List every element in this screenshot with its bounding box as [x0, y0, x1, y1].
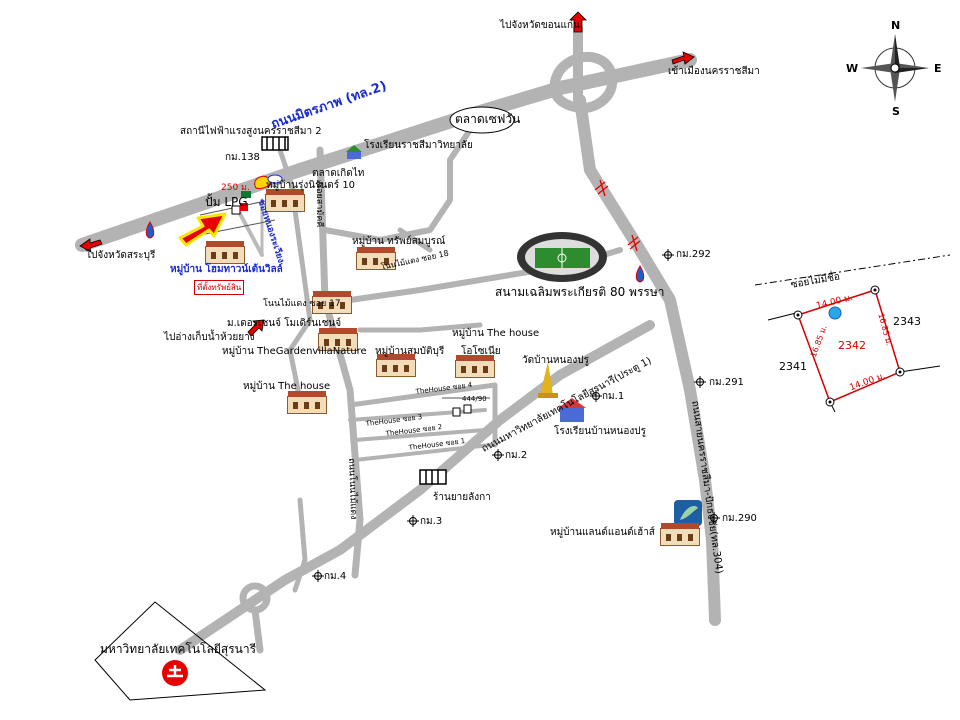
label-village-garden: หมู่บ้าน TheGardenvillaNature	[222, 346, 367, 357]
plot-inset	[754, 254, 951, 413]
village-icon	[312, 291, 352, 314]
label-village-rung-nirun: หมู่บ้านรุ่งนิรันดร์ 10	[266, 180, 356, 191]
lpg-marker-icon	[231, 191, 251, 215]
inset-parcel-right: 2343	[893, 315, 921, 328]
label-village-sombat: หมู่บ้านสมบัติบุรี	[375, 346, 445, 357]
road-bypass	[574, 94, 721, 626]
school-korat-icon	[346, 145, 362, 159]
direction-label-khon-kaen: ไปจังหวัดขอนแก่น	[500, 20, 580, 31]
label-market-chef-one: ตลาดเซฟวัน	[455, 112, 521, 126]
road-nong-mai-daeng	[316, 146, 364, 579]
label-village-the-rich: ม.เดอะเชนจ์ โมเดิร์นเชนจ์	[227, 318, 342, 329]
label-km3: กม.3	[420, 516, 443, 527]
label-shop: ร้านยายลังกา	[433, 492, 491, 503]
village-icon	[287, 391, 327, 414]
label-village-home-town: หมู่บ้าน โฮมทาวน์เต้นวิลล์	[170, 264, 283, 275]
direction-label-korat-city: เข้าเมืองนครราชสีมา	[668, 66, 760, 77]
label-village-land-house: หมู่บ้านแลนด์แอนด์เฮ้าส์	[550, 527, 655, 538]
inset-parcel-left: 2341	[779, 360, 807, 373]
shop-icon	[419, 469, 447, 485]
label-km2: กม.2	[505, 450, 528, 461]
land-house-logo-icon	[674, 500, 702, 526]
label-lpg: ปั้ม LPG	[205, 195, 248, 209]
label-village-o-chia: โอโซเนีย	[461, 346, 501, 357]
substation-icon	[261, 136, 289, 151]
label-property-location: ที่ตั้งทรัพย์สิน	[194, 280, 245, 295]
compass-west: W	[846, 62, 859, 75]
compass-north: N	[891, 19, 901, 32]
label-substation: สถานีไฟฟ้าแรงสูงนครราชสีมา 2	[180, 126, 322, 137]
label-km4: กม.4	[324, 571, 347, 582]
village-icon	[318, 328, 358, 351]
fuel-station-icon	[145, 221, 645, 283]
label-km291: กม.291	[709, 377, 744, 388]
label-market-kerd-thai: ตลาดเกิดไท	[312, 168, 365, 179]
km-post-icon	[312, 249, 720, 582]
label-distance-250: 250 ม.	[221, 183, 250, 193]
label-plot-444-90: 444/90	[462, 395, 487, 403]
label-km292: กม.292	[676, 249, 711, 260]
stadium-icon	[517, 232, 607, 282]
inset-parcel-center: 2342	[838, 339, 866, 352]
village-icon	[660, 523, 700, 546]
market-chef-one-oval	[449, 106, 515, 134]
village-icon	[356, 247, 396, 270]
village-icon	[265, 189, 305, 212]
road-crossing-icon	[594, 179, 641, 252]
university-zone	[94, 601, 267, 701]
label-school-nong-pru: โรงเรียนบ้านหนองปรู	[554, 426, 646, 437]
village-icon	[376, 354, 416, 377]
temple-icon	[538, 362, 558, 398]
school-icon	[558, 398, 586, 422]
village-icon	[205, 241, 245, 264]
direction-arrow-icon	[79, 11, 695, 337]
road-label-nong-mai-daeng: ถนนโนนไม้แดง	[346, 458, 359, 520]
village-icon	[455, 355, 495, 378]
direction-label-reservoir: ไปอ่างเก็บน้ำห้วยยาง	[164, 332, 255, 343]
compass-east: E	[934, 62, 942, 75]
label-temple: วัดบ้านหนองปรู	[522, 355, 589, 366]
label-village-the-house-1: หมู่บ้าน The house	[243, 381, 331, 392]
label-village-sap-somboon: หมู่บ้าน ทรัพย์สมบูรณ์	[352, 236, 446, 247]
direction-label-saraburi: ไปจังหวัดสระบุรี	[86, 250, 156, 261]
label-village-the-house-2: หมู่บ้าน The house	[452, 328, 540, 339]
label-university: มหาวิทยาลัยเทคโนโลยีสุรนารี	[100, 642, 257, 656]
label-stadium: สนามเฉลิมพระเกียรติ 80 พรรษา	[495, 285, 665, 299]
label-km138: กม.138	[225, 152, 260, 163]
compass-icon	[861, 34, 929, 102]
label-km290: กม.290	[722, 513, 757, 524]
parcel-marker-icon	[828, 306, 842, 320]
esso-logo-icon	[267, 174, 283, 184]
property-pointer-arrow	[178, 212, 227, 247]
label-school-korat: โรงเรียนราชสีมาวิทยาลัย	[364, 140, 473, 151]
compass-south: S	[892, 105, 900, 118]
label-soi-17: โนนไม้แดง ซอย 17	[263, 299, 341, 309]
label-km1: กม.1	[602, 391, 625, 402]
